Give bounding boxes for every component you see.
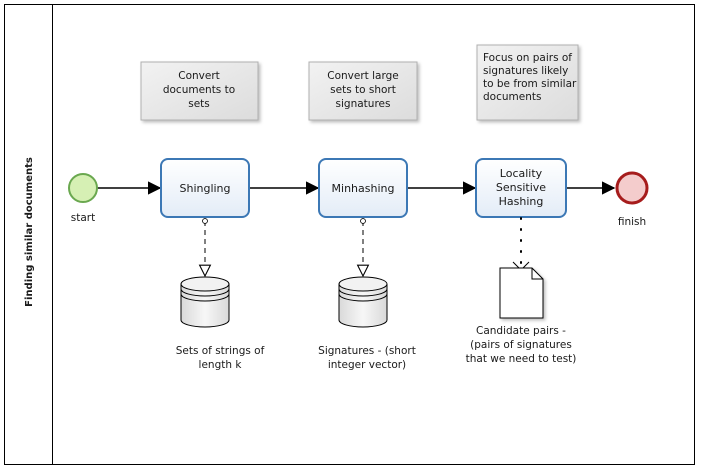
task-minhashing[interactable]: Minhashing (318, 158, 408, 218)
data-store-label: Sets of strings of (176, 345, 265, 357)
annotation-line: documents (483, 91, 541, 103)
task-label: Shingling (179, 182, 230, 195)
data-object-label: (pairs of signatures (470, 339, 572, 351)
lane-title: Finding similar documents (24, 157, 35, 307)
task-label: Minhashing (332, 182, 395, 195)
annotation-line: signatures (336, 98, 391, 110)
start-label: start (71, 212, 95, 224)
task-locality-sensitive-hashing[interactable]: Locality Sensitive Hashing (475, 158, 567, 218)
annotation-line: documents to (163, 84, 235, 96)
task-shingling[interactable]: Shingling (160, 158, 250, 218)
data-object-label: Candidate pairs - (476, 325, 566, 337)
data-store-shingles[interactable] (180, 276, 230, 328)
annotation-focus-on-pairs: Focus on pairs of signatures likely to b… (476, 44, 579, 121)
annotation-line: Convert large (327, 70, 398, 82)
data-store-signatures[interactable] (338, 276, 388, 328)
task-label: Sensitive (496, 181, 546, 194)
start-event[interactable]: start (68, 173, 98, 224)
data-store-label: Signatures - (short (318, 345, 416, 357)
annotation-line: Convert (178, 70, 220, 82)
data-store-label: integer vector) (328, 359, 406, 371)
task-label: Locality (500, 167, 543, 180)
annotation-line: Focus on pairs of (483, 52, 572, 64)
annotation-line: to be from similar (483, 78, 577, 90)
end-event[interactable]: finish (615, 171, 649, 228)
annotation-line: sets to short (330, 84, 396, 96)
data-object-candidate-pairs[interactable] (499, 267, 544, 319)
data-object-label: that we need to test) (466, 353, 577, 365)
task-label: Hashing (499, 195, 544, 208)
annotation-line: signatures likely (483, 65, 568, 77)
finish-label: finish (618, 216, 646, 228)
data-store-label: length k (199, 359, 243, 371)
annotation-line: sets (188, 98, 210, 110)
annotation-convert-to-signatures: Convert large sets to short signatures (308, 61, 418, 121)
annotation-convert-to-sets: Convert documents to sets (140, 61, 259, 121)
